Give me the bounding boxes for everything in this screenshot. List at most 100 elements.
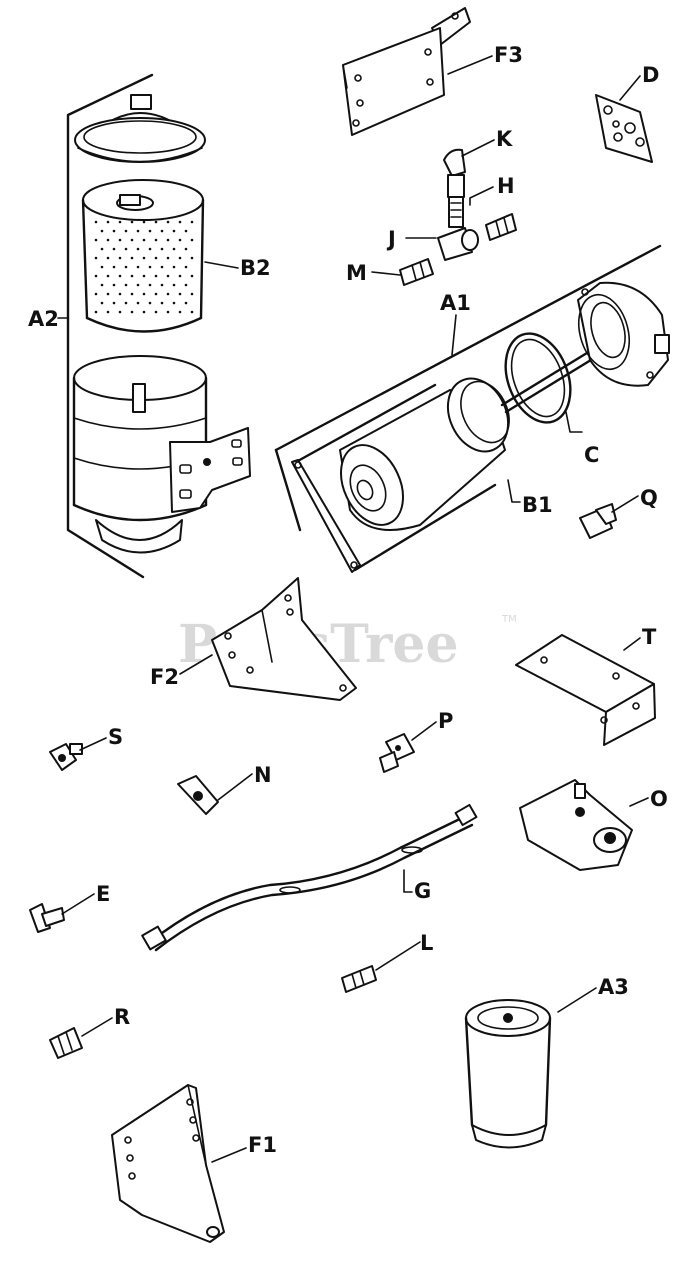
adapter-o bbox=[519, 779, 633, 871]
label-f3: F3 bbox=[494, 43, 523, 67]
perforation-dot bbox=[190, 310, 194, 314]
perforation-dot bbox=[166, 310, 170, 314]
perforation-dot bbox=[184, 283, 188, 287]
perforation-dot bbox=[154, 238, 158, 242]
perforation-dot bbox=[118, 256, 122, 260]
perforation-dot bbox=[100, 283, 104, 287]
perforation-dot bbox=[154, 274, 158, 278]
perforation-dot bbox=[184, 265, 188, 269]
perforation-dot bbox=[118, 220, 122, 224]
perforation-dot bbox=[94, 274, 98, 278]
label-n: N bbox=[254, 763, 272, 787]
perforation-dot bbox=[124, 247, 128, 251]
perforation-dot bbox=[130, 256, 134, 260]
perforation-dot bbox=[124, 301, 128, 305]
filter-housing-b1 bbox=[291, 377, 510, 573]
label-b2: B2 bbox=[240, 256, 271, 280]
perforation-dot bbox=[190, 256, 194, 260]
perforation-dot bbox=[190, 220, 194, 224]
perforation-dot bbox=[172, 301, 176, 305]
perforation-dot bbox=[154, 292, 158, 296]
perforation-dot bbox=[148, 265, 152, 269]
filter-canister bbox=[72, 355, 251, 554]
perforation-dot bbox=[148, 301, 152, 305]
perforation-dot bbox=[112, 283, 116, 287]
label-b1: B1 bbox=[522, 493, 553, 517]
fitting-p bbox=[379, 733, 415, 773]
perforation-dot bbox=[178, 238, 182, 242]
label-m: M bbox=[346, 261, 367, 285]
perforation-dot bbox=[166, 292, 170, 296]
perforation-dot bbox=[100, 247, 104, 251]
perforation-dot bbox=[94, 238, 98, 242]
perforation-dot bbox=[130, 274, 134, 278]
leader-lines bbox=[57, 55, 649, 1163]
perforation-dot bbox=[106, 238, 110, 242]
label-t: T bbox=[642, 625, 657, 649]
perforation-dot bbox=[124, 283, 128, 287]
perforation-dot bbox=[190, 238, 194, 242]
perforation-dot bbox=[148, 229, 152, 233]
perforation-dot bbox=[160, 229, 164, 233]
perforation-dot bbox=[172, 229, 176, 233]
perforation-dot bbox=[178, 274, 182, 278]
fittings-khjm bbox=[399, 148, 517, 286]
clip-n bbox=[177, 775, 219, 815]
perforation-dot bbox=[160, 301, 164, 305]
label-p: P bbox=[438, 709, 453, 733]
bracket-f3 bbox=[342, 7, 471, 136]
bracket-t bbox=[515, 634, 656, 746]
perforation-dot bbox=[94, 292, 98, 296]
perforation-dot bbox=[112, 265, 116, 269]
perforation-dot bbox=[178, 256, 182, 260]
perforation-dot bbox=[178, 220, 182, 224]
label-o: O bbox=[650, 787, 668, 811]
perforation-dot bbox=[154, 220, 158, 224]
perforation-dot bbox=[106, 274, 110, 278]
perforation-dot bbox=[148, 283, 152, 287]
perforation-dot bbox=[178, 292, 182, 296]
perforation-dot bbox=[154, 310, 158, 314]
dipstick-tube-g bbox=[141, 803, 478, 952]
perforation-dot bbox=[184, 301, 188, 305]
perforation-dot bbox=[130, 310, 134, 314]
perforation-dot bbox=[118, 310, 122, 314]
perforation-dot bbox=[124, 229, 128, 233]
perforation-dot bbox=[112, 247, 116, 251]
label-f1: F1 bbox=[248, 1133, 277, 1157]
perforation-dot bbox=[166, 274, 170, 278]
perforation-dot bbox=[94, 310, 98, 314]
perforation-dot bbox=[142, 310, 146, 314]
label-h: H bbox=[497, 174, 515, 198]
perforation-dot bbox=[160, 247, 164, 251]
perforation-dot bbox=[166, 220, 170, 224]
perforation-dot bbox=[112, 301, 116, 305]
label-a3: A3 bbox=[598, 975, 629, 999]
perforation-dot bbox=[118, 238, 122, 242]
label-r: R bbox=[114, 1005, 130, 1029]
perforation-dot bbox=[118, 292, 122, 296]
perforation-dot bbox=[166, 256, 170, 260]
perforation-dot bbox=[136, 265, 140, 269]
perforation-dot bbox=[136, 247, 140, 251]
perforation-dot bbox=[106, 292, 110, 296]
elbow-e bbox=[29, 903, 65, 933]
watermark-trademark: TM bbox=[501, 614, 517, 625]
perforation-dot bbox=[136, 283, 140, 287]
perforation-dot bbox=[160, 283, 164, 287]
perforation-dot bbox=[160, 265, 164, 269]
perforation-dot bbox=[130, 292, 134, 296]
bracket-f2 bbox=[211, 577, 357, 701]
spin-on-filter-a3 bbox=[464, 999, 552, 1149]
perforation-dot bbox=[190, 274, 194, 278]
filter-element-b2 bbox=[81, 179, 205, 333]
label-a1: A1 bbox=[440, 291, 471, 315]
perforation-dot bbox=[178, 310, 182, 314]
perforation-dot bbox=[172, 265, 176, 269]
a2-assembly-bracket bbox=[66, 73, 154, 579]
perforation-dot bbox=[172, 247, 176, 251]
perforation-dot bbox=[124, 265, 128, 269]
perforation-dot bbox=[166, 238, 170, 242]
label-e: E bbox=[96, 882, 110, 906]
